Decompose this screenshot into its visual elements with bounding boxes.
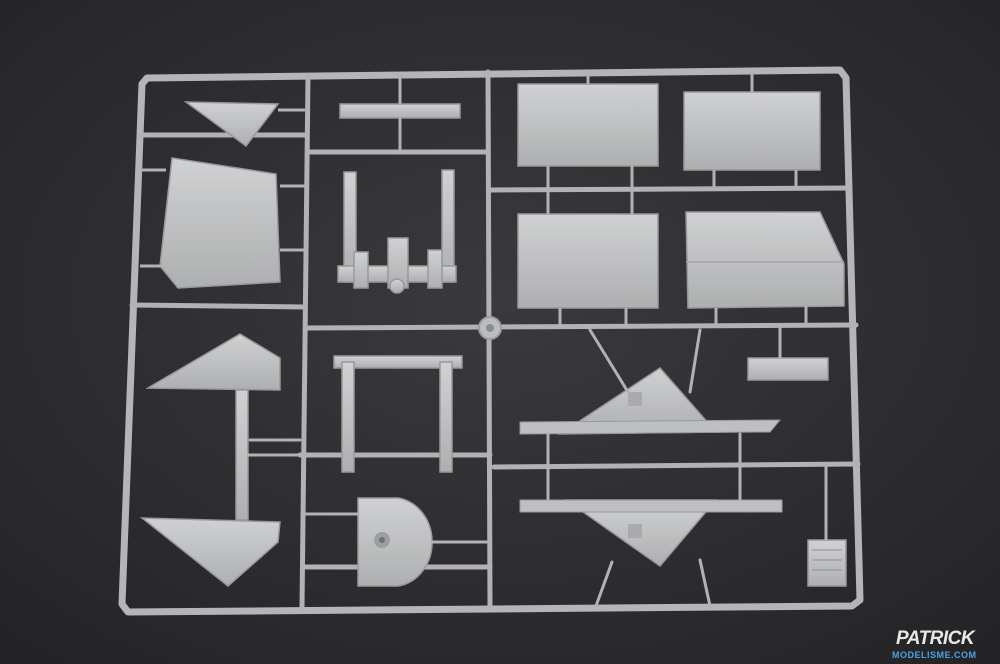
pillar-part-center	[333, 355, 463, 473]
small-part-right	[747, 326, 829, 381]
attachment-gates	[246, 328, 742, 608]
panel-mid-1	[517, 190, 659, 326]
sprue-hub	[478, 316, 502, 340]
panel-top-1	[517, 72, 659, 190]
hub-part-bottom	[357, 497, 433, 587]
panel-top-2	[683, 72, 821, 188]
box-part-mid-2	[685, 211, 845, 326]
triangle-plate-upper-right	[519, 367, 782, 435]
triangle-part-top-left	[183, 101, 305, 148]
grille-part-bottom-right	[807, 466, 847, 587]
watermark-title: PATRICK	[896, 628, 975, 649]
sprue-frame	[118, 66, 864, 616]
watermark-subtitle: MODELISME.COM	[892, 650, 977, 660]
triangle-plate-lower-right	[519, 499, 783, 568]
yoke-part	[337, 169, 457, 294]
bar-part-top	[339, 76, 461, 152]
bracket-part-left	[139, 333, 281, 587]
trapezoid-panel-left	[140, 157, 306, 289]
watermark-logo: PATRICK MODELISME.COM	[888, 628, 996, 662]
